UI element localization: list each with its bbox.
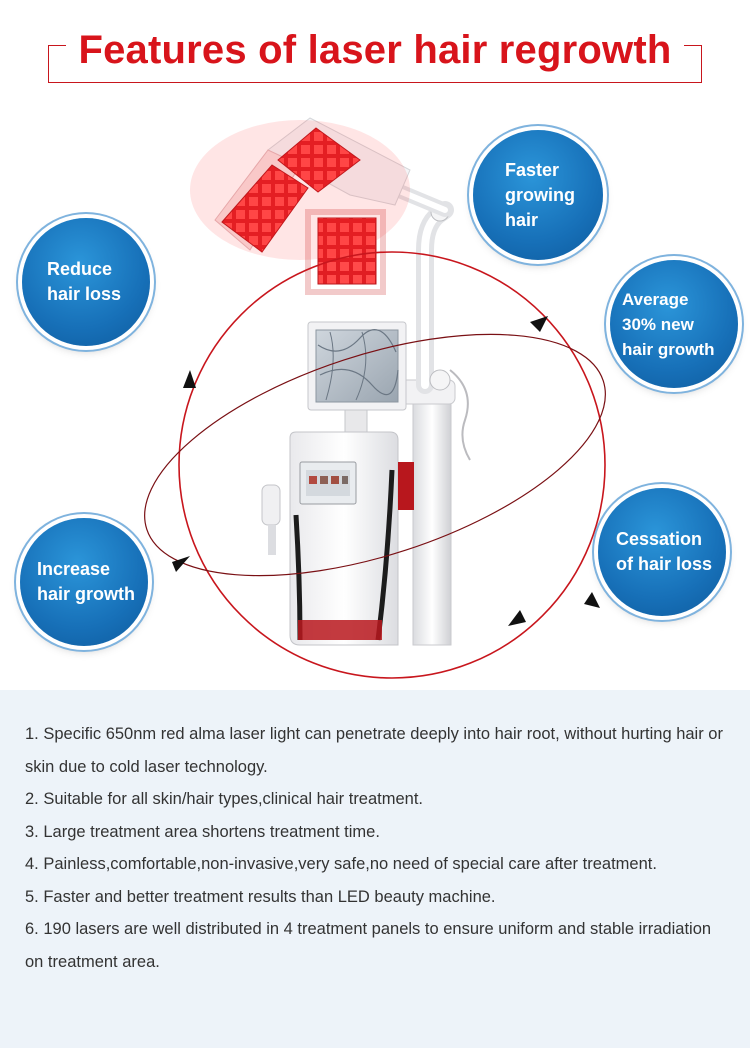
page-title: Features of laser hair regrowth	[78, 28, 672, 72]
badge-average-new-hair-growth: Average 30% new hair growth	[610, 260, 738, 388]
badge-line: of hair loss	[616, 554, 713, 574]
led-panel-top	[277, 127, 361, 193]
title-frame	[48, 45, 702, 83]
badge-reduce-hair-loss: Reduce hair loss	[22, 218, 150, 346]
badge-line: hair loss	[47, 284, 122, 304]
feature-item: 4. Painless,comfortable,non-invasive,ver…	[25, 855, 657, 873]
badge-faster-growing-hair: Faster growing hair	[473, 130, 603, 260]
led-panel-front	[305, 209, 386, 295]
feature-item: 5. Faster and better treatment results t…	[25, 887, 496, 906]
badge-line: hair growth	[622, 339, 715, 359]
badge-line: Reduce	[47, 259, 113, 279]
badge-line: Average	[622, 289, 689, 309]
title-frame-tick-left	[48, 45, 66, 46]
machine-illustration	[144, 117, 606, 679]
feature-item: 6. 190 lasers are well distributed in 4 …	[25, 920, 712, 971]
badge-line: growing	[505, 184, 575, 205]
hero-section: Faster growing hair Reduce hair loss Ave…	[0, 100, 750, 690]
badge-line: Increase	[37, 559, 111, 579]
features-panel: 1. Specific 650nm red alma laser light c…	[0, 690, 750, 1048]
badge-increase-hair-growth: Increase hair growth	[20, 518, 148, 646]
led-panel-left	[221, 164, 309, 253]
badge-line: 30% new	[622, 314, 694, 334]
feature-item: 2. Suitable for all skin/hair types,clin…	[25, 790, 424, 808]
badge-line: Faster	[505, 159, 560, 180]
badge-line: Cessation	[616, 529, 703, 549]
feature-item: 1. Specific 650nm red alma laser light c…	[25, 725, 723, 776]
title-frame-tick-right	[684, 45, 702, 46]
feature-item: 3. Large treatment area shortens treatme…	[25, 822, 380, 841]
badge-line: hair	[505, 209, 539, 230]
badge-cessation-of-hair-loss: Cessation of hair loss	[598, 488, 726, 616]
badge-line: hair growth	[37, 584, 135, 604]
title-banner: Features of laser hair regrowth	[0, 0, 750, 100]
features-list: 1. Specific 650nm red alma laser light c…	[25, 718, 725, 978]
